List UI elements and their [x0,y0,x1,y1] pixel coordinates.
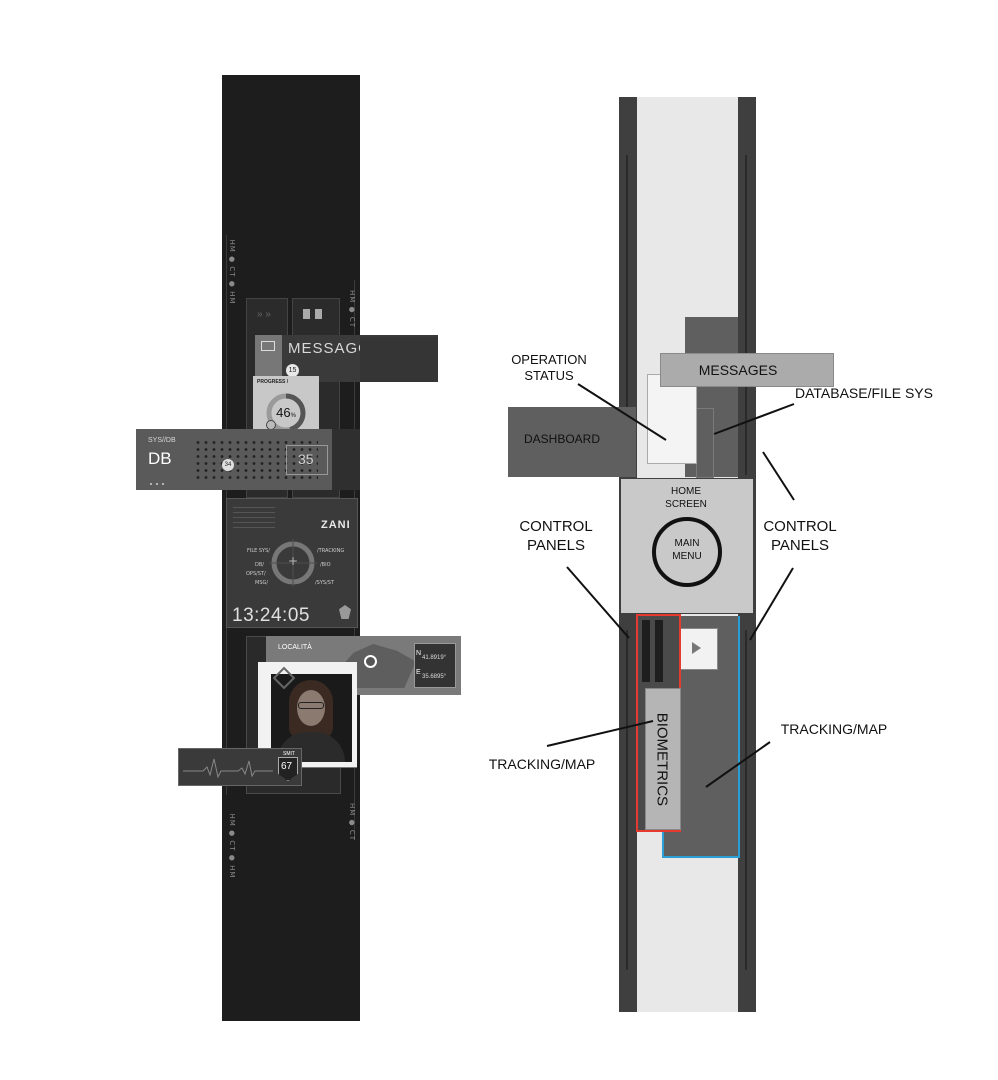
callout-tracking-map-right: TRACKING/MAP [780,721,888,737]
map-e-value: 35.6895° [422,674,447,680]
database-title: DB [148,449,172,468]
home-plus-icon[interactable]: + [288,554,299,568]
menu-item-msg[interactable]: MSG/ [255,580,269,586]
menu-item-tracking[interactable]: /TRACKING [317,548,345,554]
menu-item-db[interactable]: DB/ [255,562,264,568]
map-title: LOCALITÀ [278,644,312,651]
messages-icon-tile [255,335,282,382]
menu-item-sys-st[interactable]: /SYS/ST [315,580,334,586]
emblem-icon [339,605,351,619]
bio-value: 67 [281,761,293,772]
home-screen[interactable]: ZANI + FILE SYS/ DB/ OPS/ST/ MSG/ /TRACK… [226,498,358,628]
envelope-icon [261,341,275,351]
play-icon [692,642,701,654]
bio-shield [278,757,298,781]
dashboard-label: DASHBOARD [523,432,600,446]
map-location-pin[interactable] [364,655,377,668]
wireframe-dashboard [508,407,636,477]
bio-label: SMIT [283,751,295,757]
ecg-panel: SMIT 67 [178,748,302,786]
database-panel[interactable]: SYS//DB DB 34 35 [136,429,332,490]
wireframe-messages-bar [660,353,834,387]
menu-item-bio[interactable]: /BIO [320,562,331,568]
home-top-lines [233,507,275,529]
database-counter: 35 [298,451,314,467]
callout-database-file-sys: DATABASE/FILE SYS [795,385,933,401]
wireframe-operation-status [647,374,697,464]
map-e-label: E [416,669,421,676]
messages-badge: 15 [286,364,299,377]
progress-value: 46% [276,405,296,420]
messages-bar-label: MESSAGES [698,362,778,378]
messages-title: MESSAGGI [288,340,377,357]
map-n-value: 41.8919° [422,655,447,661]
menu-item-ops[interactable]: OPS/ST/ [246,571,266,577]
wireframe-biometrics-panel [645,688,681,830]
heartbeat-line [183,758,273,779]
menu-item-file-sys[interactable]: FILE SYS/ [247,548,270,554]
progress-label: PROGRESS / [257,379,289,385]
database-counter-box[interactable] [286,445,328,475]
database-small-label: SYS//DB [148,437,176,444]
callout-tracking-map-left: TRACKING/MAP [488,756,596,772]
home-clock: 13:24:05 [232,605,310,626]
main-menu-circle [652,517,722,587]
database-badge: 34 [222,459,234,471]
home-menu-ring [269,539,317,587]
map-coords-box [414,643,456,688]
map-n-label: N [416,650,422,657]
home-brand: ZANI [321,519,351,531]
glasses-icon [298,702,324,709]
